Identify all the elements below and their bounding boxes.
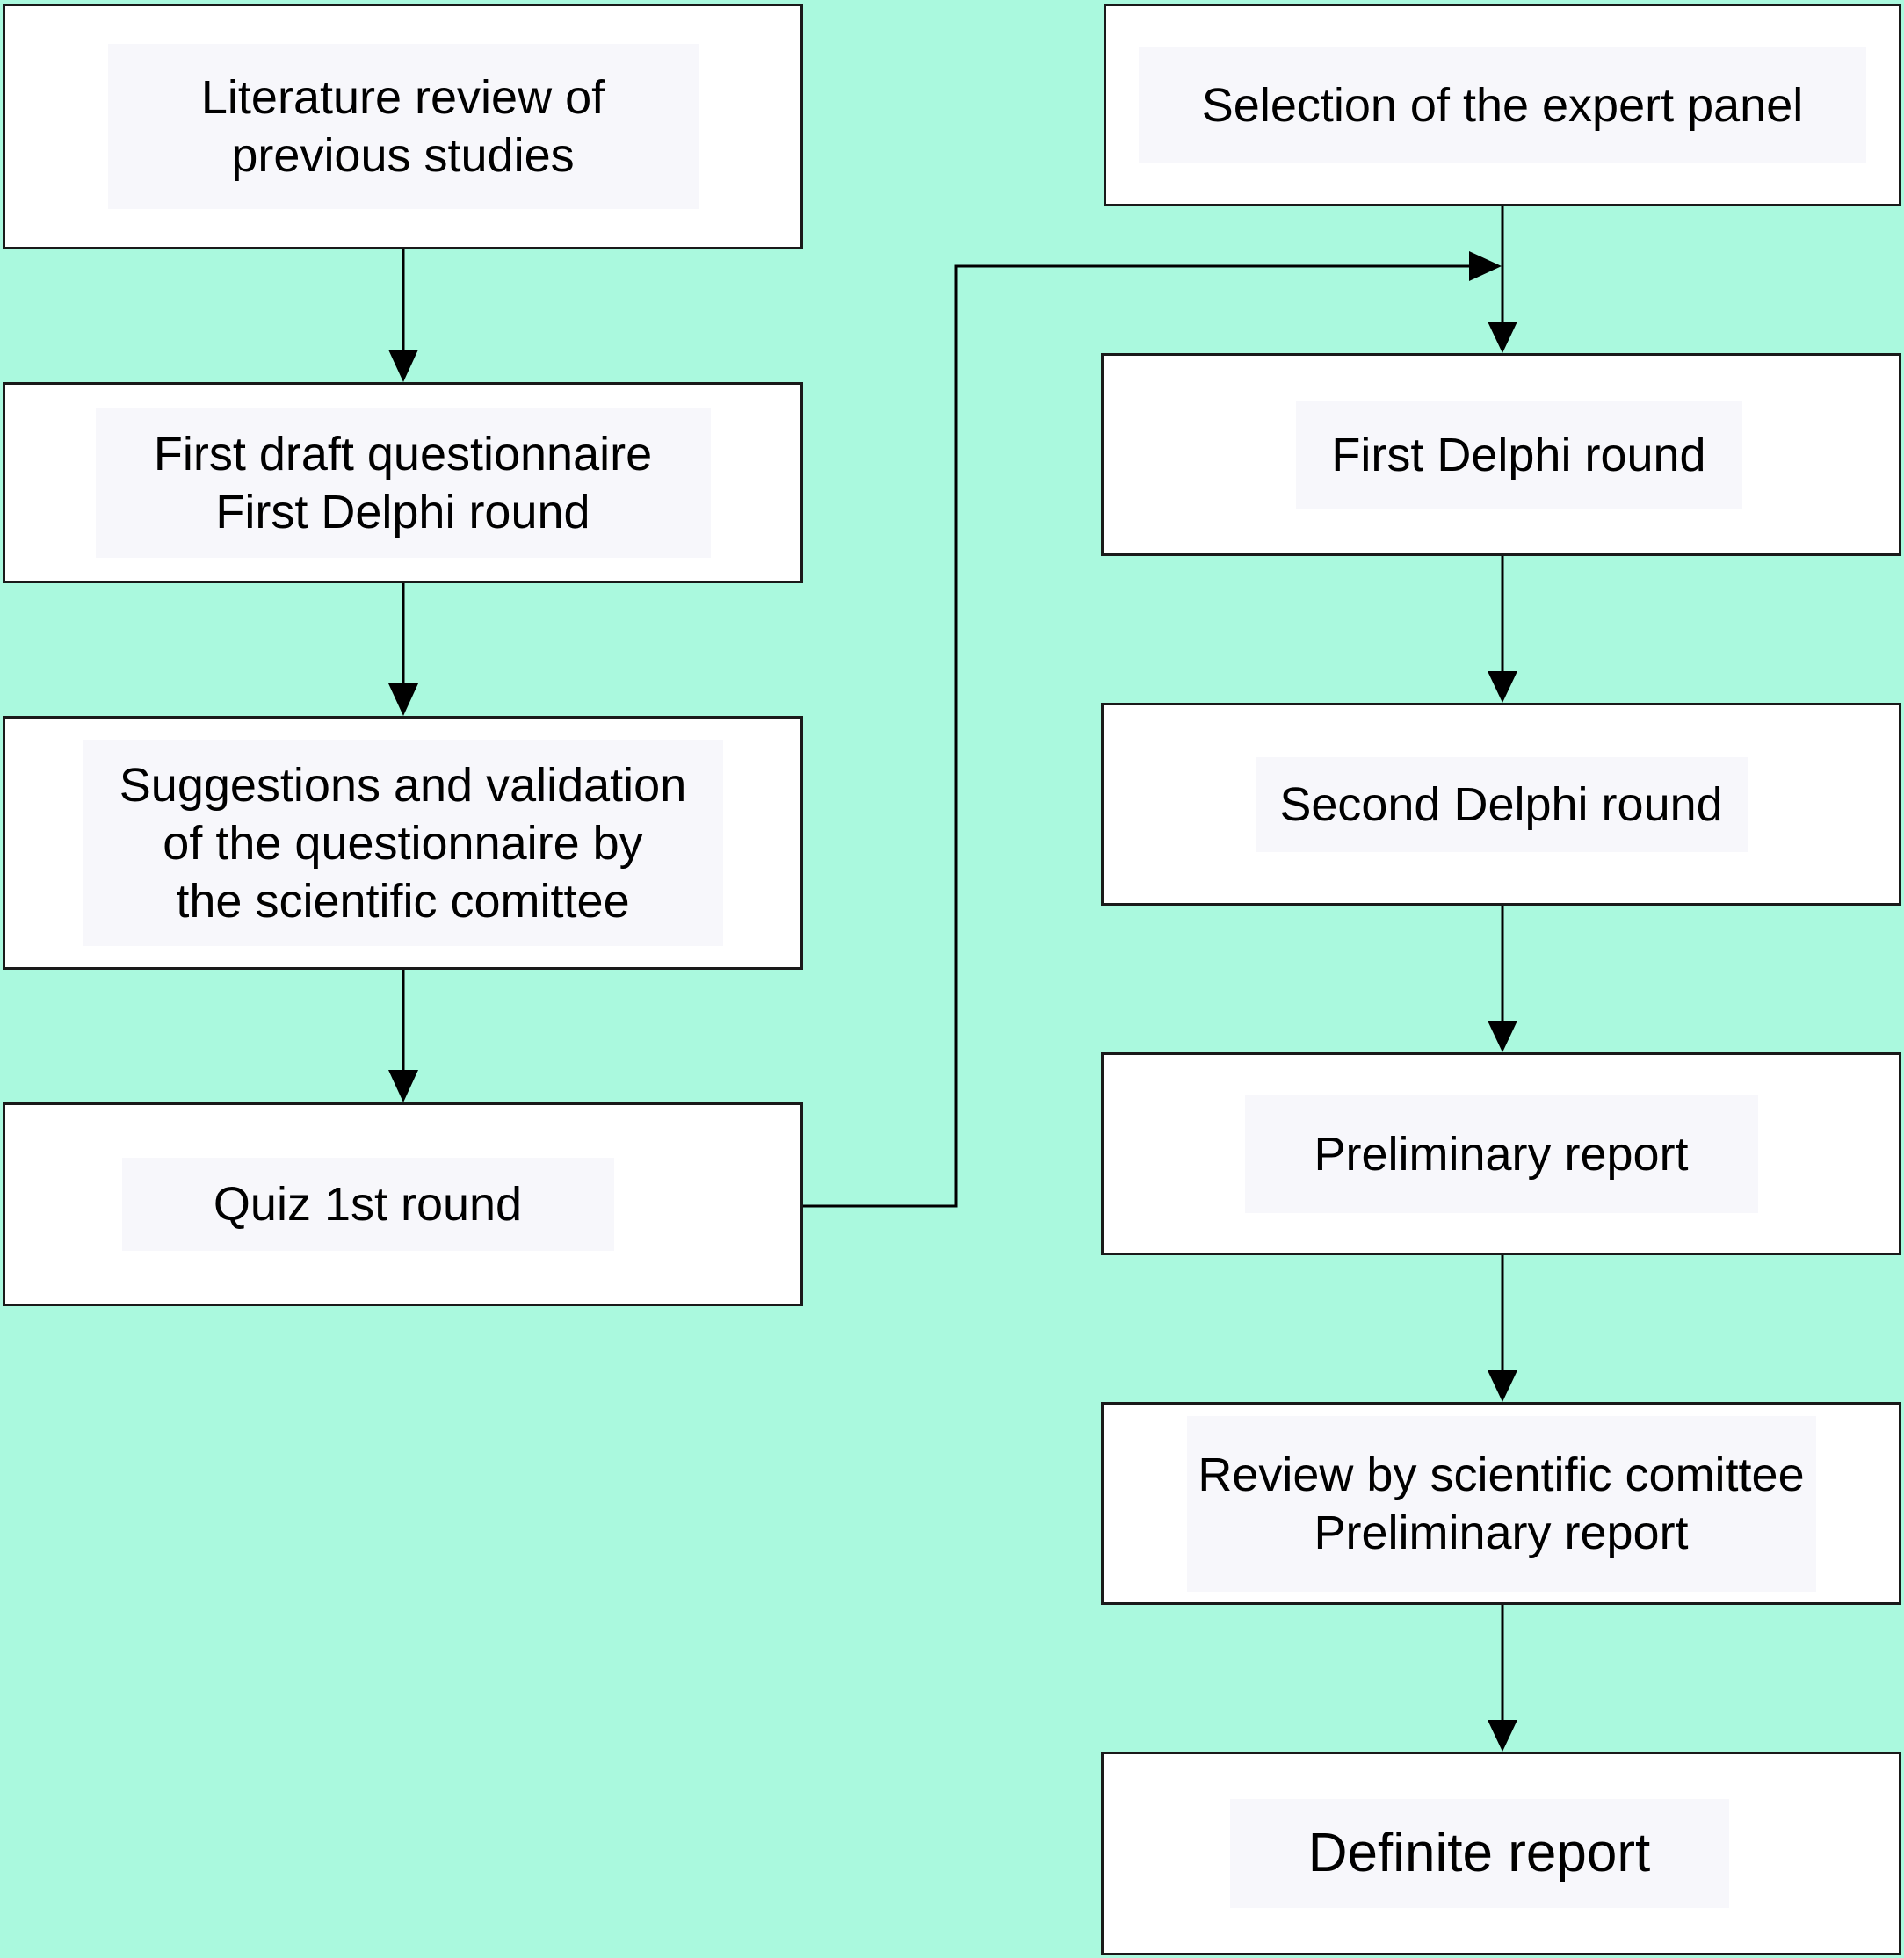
arrowhead	[1488, 671, 1517, 703]
step-label: First draft questionnaire First Delphi r…	[95, 408, 711, 558]
step-label: Preliminary report	[1244, 1095, 1758, 1213]
step-second-delphi-round: Second Delphi round	[1101, 703, 1901, 906]
step-selection-expert-panel: Selection of the expert panel	[1104, 4, 1901, 206]
step-text-line: Quiz 1st round	[213, 1178, 523, 1231]
step-label: Quiz 1st round	[121, 1158, 614, 1251]
step-text-line: First Delphi round	[215, 485, 590, 538]
arrowhead	[1488, 322, 1517, 353]
step-label: Review by scientific comittee Preliminar…	[1186, 1415, 1816, 1592]
step-text-line: Literature review of	[200, 71, 605, 124]
step-label: Selection of the expert panel	[1139, 47, 1866, 163]
step-literature-review: Literature review of previous studies	[3, 4, 803, 249]
step-text-line: Review by scientific comittee	[1198, 1448, 1805, 1501]
step-label: Literature review of previous studies	[107, 44, 699, 209]
step-review-scientific-comittee: Review by scientific comittee Preliminar…	[1101, 1402, 1901, 1605]
arrowhead	[1469, 251, 1502, 281]
arrowhead	[388, 683, 418, 716]
step-text-line: previous studies	[231, 129, 575, 182]
arrowhead	[1488, 1720, 1517, 1752]
step-quiz-first-round: Quiz 1st round	[3, 1102, 803, 1306]
step-preliminary-report: Preliminary report	[1101, 1052, 1901, 1255]
step-text-line: Selection of the expert panel	[1201, 78, 1804, 132]
step-first-delphi-round: First Delphi round	[1101, 353, 1901, 556]
step-text-line: First draft questionnaire	[153, 427, 653, 480]
arrowhead	[388, 350, 418, 382]
arrowhead	[1488, 1021, 1517, 1052]
step-label: First Delphi round	[1295, 401, 1742, 509]
step-text-line: the scientific comittee	[176, 874, 630, 928]
step-label: Definite report	[1229, 1799, 1729, 1908]
step-definite-report: Definite report	[1101, 1752, 1901, 1955]
step-text-line: Second Delphi round	[1279, 777, 1723, 831]
step-text-line: Definite report	[1307, 1823, 1651, 1883]
step-text-line: First Delphi round	[1331, 428, 1706, 481]
arrowhead	[388, 1070, 418, 1102]
step-text-line: Preliminary report	[1314, 1506, 1689, 1559]
step-label: Suggestions and validation of the questi…	[83, 740, 723, 946]
step-text-line: Preliminary report	[1314, 1127, 1689, 1181]
step-text-line: of the questionnaire by	[163, 816, 643, 870]
step-first-draft-questionnaire: First draft questionnaire First Delphi r…	[3, 382, 803, 583]
arrowhead	[1488, 1370, 1517, 1402]
step-suggestions-validation: Suggestions and validation of the questi…	[3, 716, 803, 970]
step-label: Second Delphi round	[1255, 756, 1748, 852]
step-text-line: Suggestions and validation	[119, 758, 687, 812]
